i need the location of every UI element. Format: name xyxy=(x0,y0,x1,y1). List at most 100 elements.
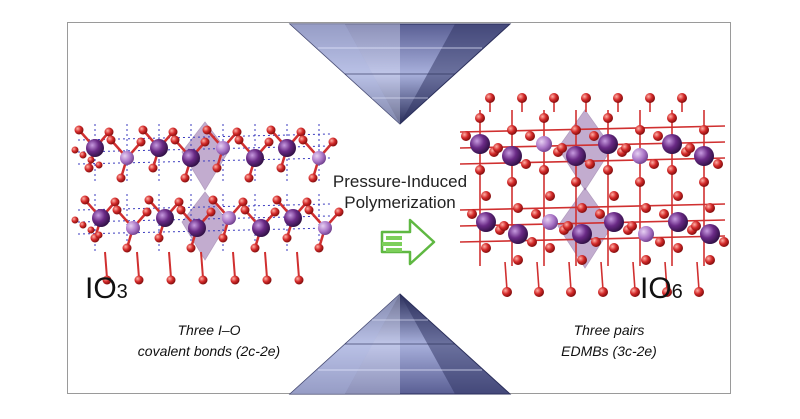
oxygen-atom xyxy=(549,93,559,103)
iodine-atom xyxy=(662,134,682,154)
oxygen-atom xyxy=(262,275,272,285)
oxygen-atom xyxy=(79,151,87,159)
oxygen-atom xyxy=(122,243,132,253)
oxygen-atom xyxy=(577,255,587,265)
halogen-bond-line xyxy=(77,157,331,165)
oxygen-atom xyxy=(557,143,567,153)
iodine-atom xyxy=(278,139,296,157)
oxygen-atom xyxy=(334,207,344,217)
io3-formula-label: IO3 xyxy=(85,272,128,306)
oxygen-atom xyxy=(499,221,509,231)
oxygen-atom xyxy=(513,203,523,213)
oxygen-atom xyxy=(673,243,683,253)
oxygen-atom xyxy=(545,243,555,253)
iodine-atom xyxy=(216,141,230,155)
oxygen-atom xyxy=(475,113,485,123)
oxygen-atom xyxy=(80,195,90,205)
oxygen-atom xyxy=(314,243,324,253)
oxygen-atom xyxy=(517,93,527,103)
oxygen-atom xyxy=(250,243,260,253)
oxygen-atom xyxy=(475,165,485,175)
oxygen-atom xyxy=(87,156,95,164)
oxygen-atom xyxy=(79,221,87,229)
iodine-atom xyxy=(502,146,522,166)
io-bond-line xyxy=(568,261,572,291)
oxygen-atom xyxy=(645,93,655,103)
oxygen-atom xyxy=(176,205,186,215)
oxygen-atom xyxy=(705,203,715,213)
oxygen-atom xyxy=(613,93,623,103)
iodine-atom xyxy=(604,212,624,232)
oxygen-atom xyxy=(673,191,683,201)
oxygen-atom xyxy=(232,127,242,137)
oxygen-atom xyxy=(481,191,491,201)
oxygen-atom xyxy=(641,203,651,213)
oxygen-atom xyxy=(513,255,523,265)
iodine-atom xyxy=(318,221,332,235)
iodine-atom xyxy=(156,209,174,227)
oxygen-atom xyxy=(294,275,304,285)
oxygen-atom xyxy=(244,173,254,183)
oxygen-atom xyxy=(531,209,541,219)
oxygen-atom xyxy=(685,143,695,153)
oxygen-atom xyxy=(200,137,210,147)
oxygen-atom xyxy=(206,207,216,217)
oxygen-atom xyxy=(603,113,613,123)
arrow-right-icon xyxy=(380,218,436,266)
iodine-atom xyxy=(508,224,528,244)
oxygen-atom xyxy=(571,177,581,187)
oxygen-atom xyxy=(272,195,282,205)
oxygen-atom xyxy=(102,275,112,285)
oxygen-atom xyxy=(168,127,178,137)
process-title-line2: Polymerization xyxy=(344,193,456,212)
oxygen-atom xyxy=(677,93,687,103)
oxygen-atom xyxy=(106,135,116,145)
oxygen-atom xyxy=(84,163,94,173)
oxygen-atom xyxy=(266,125,276,135)
oxygen-atom xyxy=(481,243,491,253)
iodine-atom xyxy=(536,136,552,152)
oxygen-atom xyxy=(591,237,601,247)
io6-formula-sub: 6 xyxy=(671,281,683,303)
oxygen-atom xyxy=(298,135,308,145)
oxygen-atom xyxy=(571,125,581,135)
io3-caption-line2: covalent bonds (2c-2e) xyxy=(137,343,281,359)
iodine-atom xyxy=(542,214,558,230)
iodine-atom xyxy=(632,148,648,164)
oxygen-atom xyxy=(304,205,314,215)
oxygen-atom xyxy=(603,165,613,175)
io-covalent-bond xyxy=(296,251,300,279)
io3-caption-line1: Three I–O xyxy=(177,322,241,338)
oxygen-atom xyxy=(641,255,651,265)
oxygen-atom xyxy=(521,159,531,169)
oxygen-atom xyxy=(104,127,114,137)
oxygen-atom xyxy=(308,173,318,183)
oxygen-atom xyxy=(589,131,599,141)
oxygen-atom xyxy=(635,177,645,187)
iodine-atom xyxy=(188,219,206,237)
io-covalent-bond xyxy=(136,251,140,279)
oxygen-atom xyxy=(691,221,701,231)
oxygen-atom xyxy=(598,287,608,297)
iodine-atom xyxy=(126,221,140,235)
oxygen-atom xyxy=(166,275,176,285)
io6-crystal-structure xyxy=(459,93,729,297)
iodine-atom xyxy=(246,149,264,167)
iodine-atom xyxy=(700,224,720,244)
iodine-atom xyxy=(120,151,134,165)
oxygen-atom xyxy=(485,93,495,103)
oxygen-atom xyxy=(74,125,84,135)
oxygen-atom xyxy=(218,233,228,243)
oxygen-atom xyxy=(302,197,312,207)
oxygen-atom xyxy=(276,163,286,173)
oxygen-atom xyxy=(264,137,274,147)
oxygen-atom xyxy=(87,226,95,234)
oxygen-atom xyxy=(534,287,544,297)
oxygen-atom xyxy=(328,137,338,147)
iodine-atom xyxy=(476,212,496,232)
oxygen-atom xyxy=(71,146,79,154)
iodine-atom xyxy=(252,219,270,237)
oxygen-atom xyxy=(630,287,640,297)
